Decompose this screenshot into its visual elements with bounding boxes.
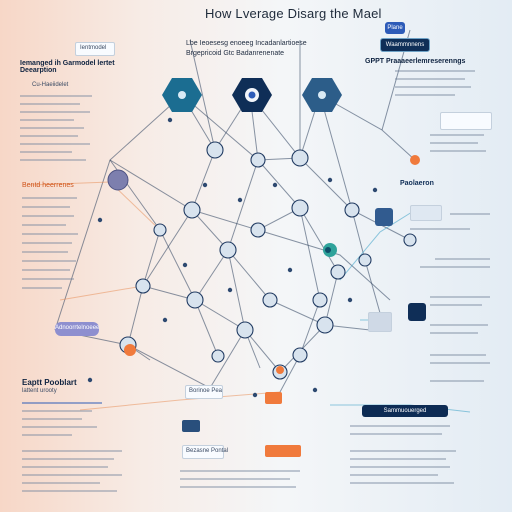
left-section-label: Bentd heerrenes bbox=[22, 182, 74, 189]
right-box-1 bbox=[440, 112, 492, 130]
left-subheading: Cu-Haeiidelet bbox=[32, 82, 69, 88]
right-box-2 bbox=[410, 205, 442, 221]
right-bottom-pill: Sammuouerged bbox=[362, 405, 448, 417]
center-bottom-box-1: Borinoe Pea bbox=[185, 385, 223, 399]
center-top-line-2: Brgepricoid Gtc Badanrenenate bbox=[186, 50, 285, 57]
left-header-box: Ientmodel bbox=[75, 42, 115, 56]
left-bottom-sub: lattent urooty bbox=[22, 388, 57, 394]
orange-tag-1 bbox=[265, 392, 282, 404]
blue-tag-1 bbox=[182, 420, 200, 432]
page-title: How Lverage Disarg the Mael bbox=[205, 6, 382, 21]
right-mid-label: Paolaeron bbox=[400, 180, 434, 187]
orange-tag-2 bbox=[265, 445, 301, 457]
doc-icon bbox=[375, 208, 393, 226]
screen-icon bbox=[408, 303, 426, 321]
center-top-line-1: Lbe Ieoesesg enoeeg Incadanlartioese bbox=[186, 40, 307, 47]
center-bottom-box-2: Bezasne Pontal bbox=[182, 445, 228, 459]
left-bottom-heading: Eaptt Pooblart bbox=[22, 378, 77, 387]
left-heading: Iemanged ih Garmodel lertet Deearption bbox=[20, 60, 115, 74]
top-right-button[interactable]: Waammnnens bbox=[380, 38, 430, 52]
top-pill: Plane bbox=[385, 22, 405, 34]
right-heading: GPPT Praaaeerlemreserenngs bbox=[365, 58, 466, 65]
right-box-3 bbox=[368, 312, 392, 332]
purple-label: Adnoorrtelnoeee bbox=[55, 322, 99, 336]
